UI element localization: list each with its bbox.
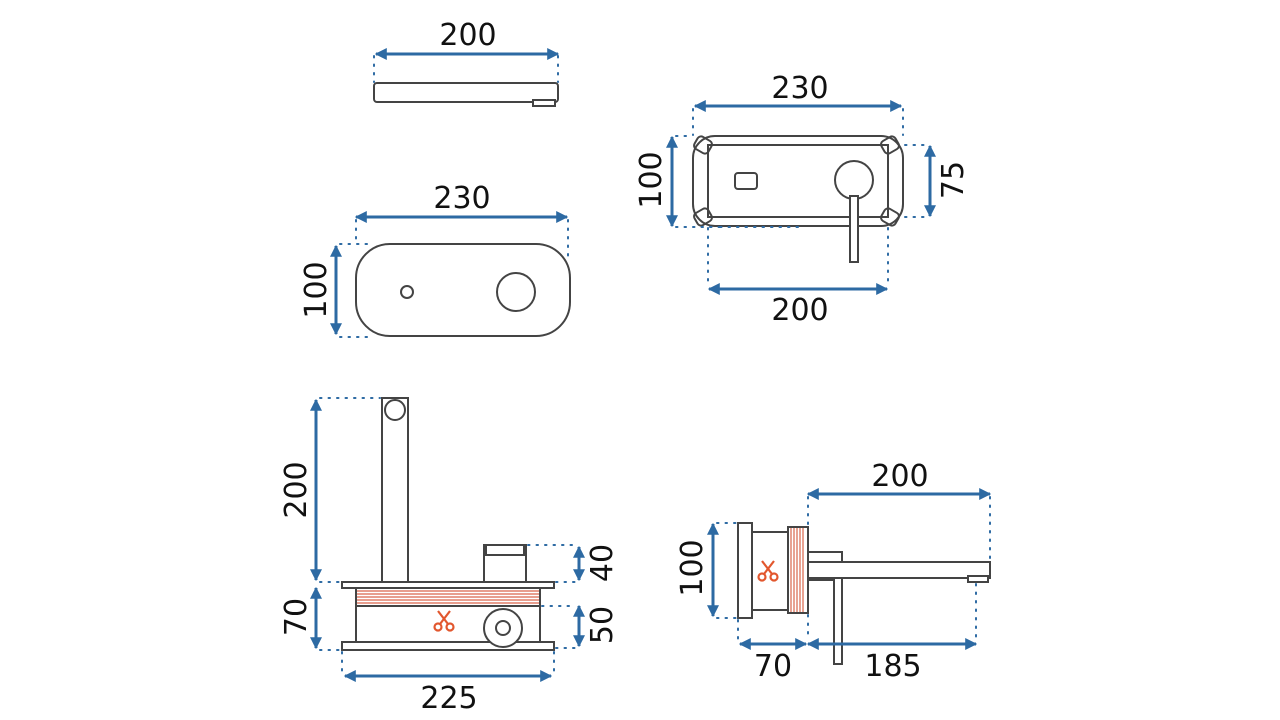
view-side-body: 200 70 40 50 225 [279,397,620,716]
plate-edge-tab [532,99,556,107]
dim-label-mounted-height-outer: 100 [634,151,669,208]
stripe-band-vertical [787,526,809,614]
dim-label-base-width: 225 [420,681,477,716]
stripe-band [355,587,541,607]
diverter-knob-icon [400,285,414,299]
valve-housing [751,531,789,611]
dim-label-mounted-height-inner: 75 [936,161,971,199]
dim-label-body-height: 70 [279,598,314,636]
dim-label-cap-height: 40 [585,544,620,582]
spout-arm [807,561,991,579]
spout-body [381,397,409,583]
dim-label-box-height: 50 [585,606,620,644]
mounted-bracket-tl [693,135,713,155]
dim-label-spout-length: 200 [871,459,928,494]
dim-label-installed-height: 100 [675,539,710,596]
dim-label-front-height: 100 [299,261,334,318]
mixer-lever [849,195,859,263]
dim-label-wall-depth: 70 [754,649,792,684]
wall-box [737,522,753,619]
mounted-inner-box [707,144,889,218]
plate-edge-outline [373,82,559,103]
dim-label-projection: 185 [864,649,921,684]
cap-top [485,544,525,556]
dim-label-mounted-width-inner: 200 [771,293,828,328]
mounted-bracket-br [880,207,900,227]
view-top-plate: 200 [373,18,560,107]
valve-wheel-inner [495,620,511,636]
mixer-knob-icon [496,272,536,312]
dim-label-spout-height: 200 [279,461,314,518]
mixer-lever-side [833,577,843,665]
view-side-installed: 200 100 70 185 [675,459,992,684]
spout-outlet [384,399,406,421]
mounted-bracket-bl [693,207,713,227]
view-front-plate: 230 100 [299,181,571,338]
dim-label-mounted-width: 230 [771,71,828,106]
front-plate-outline [355,243,571,337]
diverter-square-icon [734,172,758,190]
dim-label-front-width: 230 [433,181,490,216]
dim-label-top-width: 200 [439,18,496,53]
mixer-handle-icon [834,160,874,200]
spout-tip [967,575,989,583]
mounted-bracket-tr [880,135,900,155]
view-mounted-front: 230 100 75 200 [634,71,971,328]
scissors-icon [433,610,455,632]
base-plate [341,641,555,651]
valve-wheel-outer [483,608,523,648]
scissors-icon [757,560,779,582]
